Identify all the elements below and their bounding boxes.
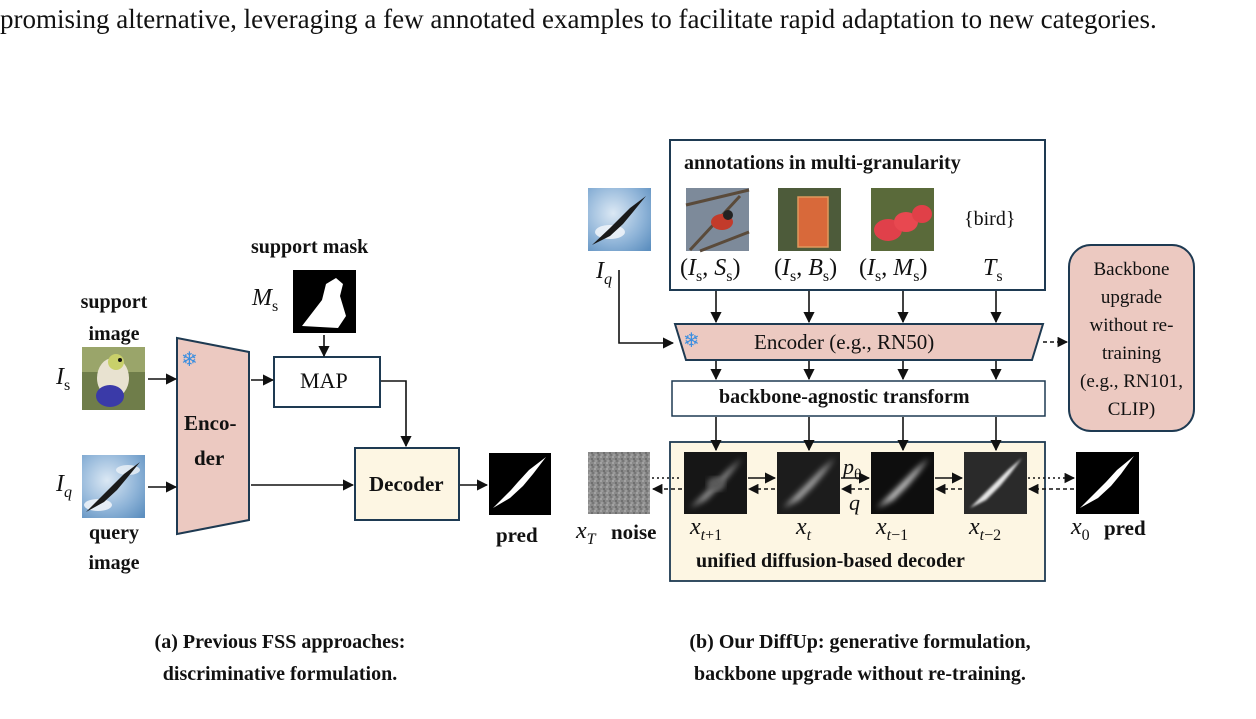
transform-label: backbone-agnostic transform bbox=[719, 386, 970, 408]
encoder-label-a2: der bbox=[194, 446, 225, 470]
pred-label-a: pred bbox=[496, 523, 538, 547]
caption-b-line1: (b) Our DiffUp: generative formulation, bbox=[689, 631, 1031, 653]
support-mask-label: support mask bbox=[251, 236, 369, 258]
text-prompt-label: {bird} bbox=[964, 208, 1016, 230]
pred-label-b: pred bbox=[1104, 516, 1146, 540]
map-box bbox=[273, 356, 381, 408]
query-image-thumbnail-b bbox=[588, 188, 651, 251]
map-label: MAP bbox=[300, 368, 348, 393]
diffusion-step-t bbox=[777, 452, 840, 514]
noise-label: noise bbox=[611, 520, 657, 544]
transform-box bbox=[671, 380, 1046, 417]
caption-a-line2: discriminative formulation. bbox=[162, 663, 398, 685]
encoder-label-b: Encoder (e.g., RN50) bbox=[754, 330, 935, 354]
encoder-block-a bbox=[176, 336, 250, 536]
support-mask-thumbnail bbox=[293, 270, 356, 333]
snowflake-icon: ❄ bbox=[181, 347, 198, 371]
annotation-symbol-box: (Is, Bs) bbox=[774, 255, 838, 285]
backbone-upgrade-label: Backbone upgrade without re- training (e… bbox=[1080, 259, 1183, 420]
support-mask-symbol: Ms bbox=[252, 285, 279, 315]
annotation-symbol-scribble: (Is, Ss) bbox=[680, 255, 741, 285]
intro-paragraph: promising alternative, leveraging a few … bbox=[0, 4, 1157, 34]
backbone-upgrade-box bbox=[1068, 244, 1195, 432]
query-image-label: query image bbox=[88, 522, 140, 574]
pred-mask-a bbox=[489, 453, 551, 515]
query-image-symbol: Iq bbox=[56, 471, 72, 501]
x-t-plus-1-symbol: xt+1 bbox=[690, 514, 723, 544]
annotations-title: annotations in multi-granularity bbox=[684, 152, 961, 174]
annotation-thumb-mask bbox=[871, 188, 934, 251]
caption-a-line1: (a) Previous FSS approaches: bbox=[154, 631, 406, 653]
decoder-box-a bbox=[354, 447, 460, 521]
noise-image bbox=[588, 452, 650, 514]
x-t-symbol: xt bbox=[796, 514, 812, 544]
encoder-block-b bbox=[673, 323, 1045, 361]
support-image-symbol: Is bbox=[56, 364, 71, 394]
x-0-symbol: x0 bbox=[1071, 514, 1090, 544]
x-t-minus-1-symbol: xt−1 bbox=[876, 514, 909, 544]
q-symbol: q bbox=[849, 490, 860, 515]
decoder-label-a: Decoder bbox=[369, 472, 444, 496]
diffusion-step-t-plus-1 bbox=[684, 452, 747, 514]
annotation-thumb-box bbox=[778, 188, 841, 251]
diffusion-decoder-label: unified diffusion-based decoder bbox=[696, 550, 965, 572]
x-T-symbol: xT bbox=[576, 518, 596, 548]
pred-mask-b bbox=[1076, 452, 1139, 514]
caption-b-line2: backbone upgrade without re-training. bbox=[694, 663, 1026, 685]
x-t-minus-2-symbol: xt−2 bbox=[969, 514, 1002, 544]
support-image-label: support image bbox=[80, 291, 148, 345]
p-theta-symbol: pθ bbox=[843, 454, 862, 484]
annotation-symbol-mask: (Is, Ms) bbox=[859, 255, 928, 285]
query-image-symbol-b: Iq bbox=[596, 258, 612, 288]
query-image-thumbnail bbox=[82, 455, 145, 518]
annotation-symbol-text: Ts bbox=[983, 255, 1003, 285]
encoder-label-a1: Enco- bbox=[184, 411, 237, 435]
diffusion-step-t-minus-1 bbox=[871, 452, 934, 514]
snowflake-icon: ❄ bbox=[683, 328, 700, 352]
diffusion-step-t-minus-2 bbox=[964, 452, 1027, 514]
annotation-thumb-scribble bbox=[685, 188, 750, 253]
support-image-thumbnail bbox=[82, 347, 145, 410]
